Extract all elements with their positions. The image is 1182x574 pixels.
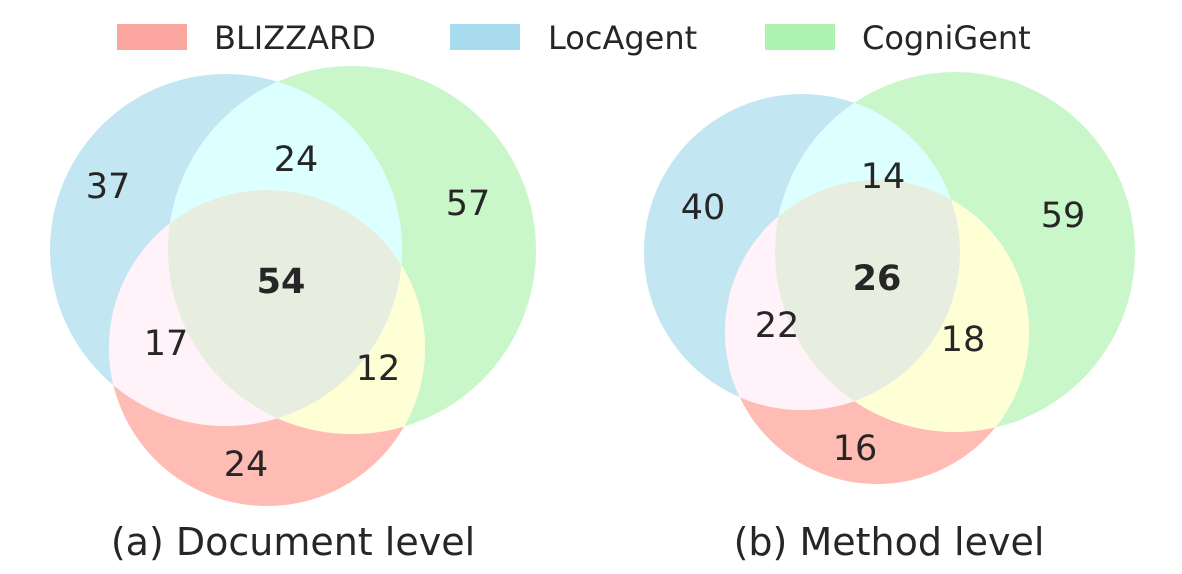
count-cognigent-only: 59 bbox=[1041, 196, 1086, 236]
count-all-three: 54 bbox=[257, 262, 306, 302]
legend-swatch-locagent bbox=[450, 24, 520, 50]
legend-item-blizzard: BLIZZARD bbox=[117, 19, 376, 57]
panel-caption: (b) Method level bbox=[734, 520, 1045, 564]
venn-panel-document-level: 37 24 57 54 17 12 24 (a) Document level bbox=[50, 66, 536, 564]
count-blizzard-only: 24 bbox=[224, 445, 269, 485]
count-all-three: 26 bbox=[853, 259, 902, 299]
venn-regions bbox=[644, 72, 1135, 484]
count-locagent-only: 37 bbox=[86, 167, 131, 207]
legend: BLIZZARD LocAgent CogniGent bbox=[117, 19, 1031, 57]
count-locagent-only: 40 bbox=[681, 188, 726, 228]
legend-item-locagent: LocAgent bbox=[450, 19, 697, 57]
region-all-three bbox=[168, 190, 402, 426]
legend-swatch-blizzard bbox=[117, 24, 187, 50]
venn-regions bbox=[50, 66, 536, 506]
legend-label-cognigent: CogniGent bbox=[862, 19, 1031, 57]
legend-label-blizzard: BLIZZARD bbox=[214, 19, 376, 57]
count-blizzard-cognigent: 12 bbox=[356, 349, 401, 389]
count-cognigent-only: 57 bbox=[446, 184, 491, 224]
venn-panel-method-level: 40 14 59 26 22 18 16 (b) Method level bbox=[644, 72, 1135, 564]
legend-swatch-cognigent bbox=[765, 24, 835, 50]
count-blizzard-cognigent: 18 bbox=[941, 320, 986, 360]
count-blizzard-locagent: 22 bbox=[755, 306, 800, 346]
panel-caption: (a) Document level bbox=[111, 520, 475, 564]
count-locagent-cognigent: 24 bbox=[274, 140, 319, 180]
legend-item-cognigent: CogniGent bbox=[765, 19, 1031, 57]
legend-label-locagent: LocAgent bbox=[548, 19, 697, 57]
count-blizzard-locagent: 17 bbox=[144, 324, 189, 364]
count-blizzard-only: 16 bbox=[833, 429, 878, 469]
count-locagent-cognigent: 14 bbox=[861, 157, 906, 197]
